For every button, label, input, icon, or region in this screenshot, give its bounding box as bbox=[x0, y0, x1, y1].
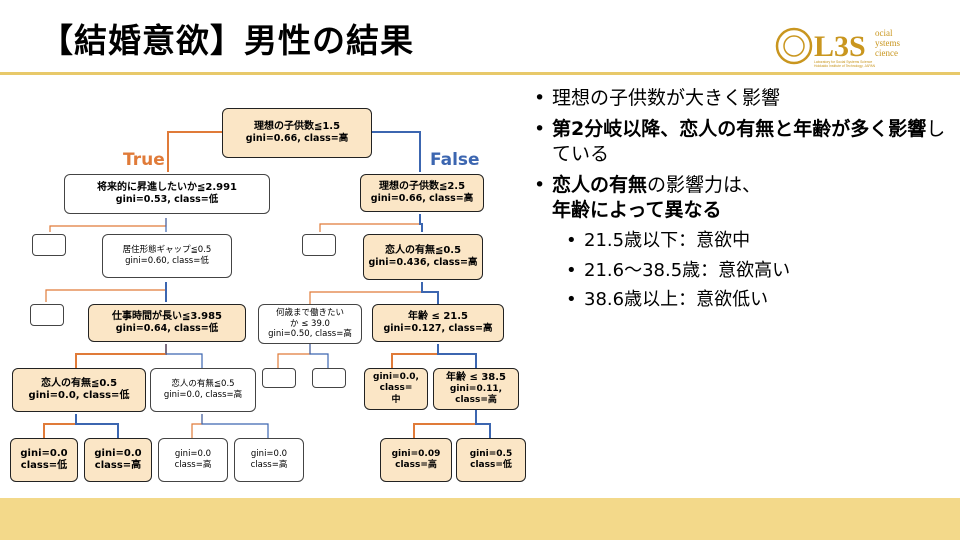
node-stats: gini=0.0, bbox=[373, 372, 419, 383]
bullet-text: 理想の子供数が大きく影響 bbox=[552, 87, 781, 109]
node-question: 仕事時間が長い≦3.985 bbox=[111, 310, 222, 322]
tree-node-r4a: gini=0.0, class= 中 bbox=[364, 368, 428, 410]
tree-node-r2: 恋人の有無≦0.5 gini=0.436, class=高 bbox=[363, 234, 483, 280]
node-stats: gini=0.436, class=高 bbox=[368, 257, 478, 269]
svg-text:Laboratory for Social Systems: Laboratory for Social Systems Science bbox=[814, 60, 872, 64]
node-question: 何歳まで働きたい bbox=[275, 308, 344, 319]
title-divider bbox=[0, 72, 960, 75]
bullet-text: している bbox=[552, 118, 946, 166]
bullet-item: 第2分岐以降、恋人の有無と年齢が多く影響している bbox=[532, 117, 952, 167]
tree-leaf: gini=0.5 class=低 bbox=[456, 438, 526, 482]
tree-node-l4b: 恋人の有無≦0.5 gini=0.0, class=高 bbox=[150, 368, 256, 412]
svg-text:L3S: L3S bbox=[814, 30, 866, 63]
tree-node-empty bbox=[312, 368, 346, 388]
tree-node-empty bbox=[30, 304, 64, 326]
tree-node-l4a: 恋人の有無≦0.5 gini=0.0, class=低 bbox=[12, 368, 146, 412]
leaf-class: class=低 bbox=[470, 460, 512, 470]
node-stats: gini=0.0, class=高 bbox=[163, 390, 243, 400]
svg-text:ocial: ocial bbox=[875, 28, 893, 38]
findings-list: 理想の子供数が大きく影響 第2分岐以降、恋人の有無と年齢が多く影響している 恋人… bbox=[532, 86, 952, 318]
leaf-gini: gini=0.5 bbox=[469, 448, 513, 459]
node-question: 恋人の有無≦0.5 bbox=[40, 377, 118, 389]
bullet-text-bold: 第2分岐以降、恋人の有無と年齢が多く影響 bbox=[552, 118, 927, 141]
sub-bullet-item: 21.6〜38.5歳：意欲高い bbox=[566, 259, 952, 283]
node-class: class=高 bbox=[455, 395, 497, 406]
leaf-class: class=低 bbox=[20, 460, 68, 471]
svg-text:ystems: ystems bbox=[875, 38, 900, 48]
bullet-text-bold: 年齢によって異なる bbox=[552, 199, 722, 222]
tree-leaf: gini=0.0 class=高 bbox=[84, 438, 152, 482]
leaf-gini: gini=0.0 bbox=[94, 447, 142, 459]
tree-leaf: gini=0.0 class=高 bbox=[234, 438, 304, 482]
node-question: 居住形態ギャップ≦0.5 bbox=[122, 245, 212, 256]
sub-bullet-item: 38.6歳以上：意欲低い bbox=[566, 288, 952, 312]
footer-band bbox=[0, 498, 960, 540]
slide-title: 【結婚意欲】男性の結果 bbox=[40, 21, 414, 60]
tree-leaf: gini=0.09 class=高 bbox=[380, 438, 452, 482]
tree-node-empty bbox=[302, 234, 336, 256]
node-class-value: 中 bbox=[391, 394, 401, 405]
leaf-class: class=高 bbox=[94, 460, 142, 471]
node-question: 年齢 ≤ 21.5 bbox=[407, 310, 468, 322]
node-question-cont: か ≤ 39.0 bbox=[290, 318, 330, 329]
tree-node-r3b: 年齢 ≤ 21.5 gini=0.127, class=高 bbox=[372, 304, 504, 342]
tree-node-empty bbox=[262, 368, 296, 388]
leaf-gini: gini=0.09 bbox=[391, 448, 441, 459]
leaf-class: class=高 bbox=[395, 460, 437, 470]
leaf-gini: gini=0.0 bbox=[20, 447, 68, 459]
node-question: 恋人の有無≦0.5 bbox=[171, 379, 235, 390]
node-question: 理想の子供数≦2.5 bbox=[378, 180, 466, 192]
tree-node-r3a: 何歳まで働きたい か ≤ 39.0 gini=0.50, class=高 bbox=[258, 304, 362, 344]
lab-logo: L3S ocial ystems cience Laboratory for S… bbox=[775, 27, 900, 68]
svg-text:Hokkaido Institute of Technolo: Hokkaido Institute of Technology, JAPAN bbox=[814, 64, 876, 68]
node-stats: gini=0.127, class=高 bbox=[383, 323, 493, 335]
tree-node-r4b: 年齢 ≤ 38.5 gini=0.11, class=高 bbox=[433, 368, 519, 410]
leaf-class: class=高 bbox=[174, 460, 212, 470]
svg-text:cience: cience bbox=[875, 48, 898, 58]
bullet-item: 恋人の有無の影響力は、 年齢によって異なる bbox=[532, 173, 952, 223]
node-question: 恋人の有無≦0.5 bbox=[384, 244, 462, 256]
node-stats: gini=0.50, class=高 bbox=[268, 329, 352, 340]
node-stats: gini=0.66, class=高 bbox=[245, 133, 349, 145]
tree-node-empty bbox=[32, 234, 66, 256]
tree-node-l3: 仕事時間が長い≦3.985 gini=0.64, class=低 bbox=[88, 304, 246, 342]
node-class: class= bbox=[379, 383, 413, 394]
tree-leaf: gini=0.0 class=低 bbox=[10, 438, 78, 482]
bullet-text-bold: 恋人の有無 bbox=[552, 174, 648, 197]
tree-node-root: 理想の子供数≦1.5 gini=0.66, class=高 bbox=[222, 108, 372, 158]
leaf-gini: gini=0.0 bbox=[174, 449, 212, 460]
tree-node-r1: 理想の子供数≦2.5 gini=0.66, class=高 bbox=[360, 174, 484, 212]
true-branch-label: True bbox=[123, 150, 165, 170]
bullet-item: 理想の子供数が大きく影響 bbox=[532, 86, 952, 111]
tree-leaf: gini=0.0 class=高 bbox=[158, 438, 228, 482]
node-stats: gini=0.11, bbox=[449, 384, 503, 394]
leaf-class: class=高 bbox=[250, 460, 288, 470]
node-stats: gini=0.64, class=低 bbox=[115, 323, 219, 335]
false-branch-label: False bbox=[430, 150, 480, 170]
node-stats: gini=0.60, class=低 bbox=[125, 256, 209, 266]
node-question: 将来的に昇進したいか≦2.991 bbox=[96, 181, 237, 193]
leaf-gini: gini=0.0 bbox=[250, 449, 288, 460]
node-question: 理想の子供数≦1.5 bbox=[253, 120, 341, 132]
bullet-text: の影響力は、 bbox=[647, 174, 762, 197]
sub-bullet-item: 21.5歳以下：意欲中 bbox=[566, 229, 952, 253]
node-stats: gini=0.66, class=高 bbox=[370, 193, 474, 205]
node-stats: gini=0.0, class=低 bbox=[28, 390, 130, 401]
node-question: 年齢 ≤ 38.5 bbox=[445, 371, 506, 383]
tree-node-l1: 将来的に昇進したいか≦2.991 gini=0.53, class=低 bbox=[64, 174, 270, 214]
node-stats: gini=0.53, class=低 bbox=[115, 194, 219, 206]
tree-node-l2: 居住形態ギャップ≦0.5 gini=0.60, class=低 bbox=[102, 234, 232, 278]
